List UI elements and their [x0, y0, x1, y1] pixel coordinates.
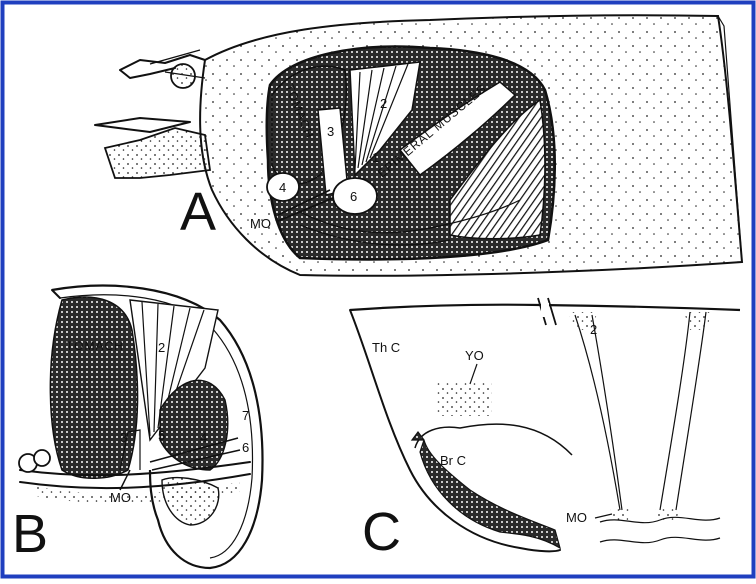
panel-a-label-mo: MO [250, 216, 271, 231]
panel-a-label-3: 3 [327, 124, 334, 139]
panel-b-label-4: 4 [200, 430, 207, 445]
panel-b-label-3: 3 [120, 430, 127, 445]
panel-b-label-mo: MO [110, 490, 131, 505]
panel-c-label-yo: YO [465, 348, 484, 363]
panel-c-label-thc: Th C [372, 340, 400, 355]
panel-a-letter: A [180, 182, 216, 242]
panel-a-label-1: 1 [372, 150, 379, 165]
panel-a-label-4: 4 [279, 180, 286, 195]
panel-b-label-7: 7 [242, 408, 249, 423]
panel-a-label-6: 6 [350, 189, 357, 204]
panel-c-label-brc: Br C [440, 453, 466, 468]
panel-b-label-stomach: TOMACH [66, 339, 124, 353]
panel-b-letter: B [12, 504, 48, 564]
panel-c-y-organ [436, 382, 492, 416]
panel-b-label-5: 5 [158, 428, 165, 443]
panel-a-label-2: 2 [380, 96, 387, 111]
panel-b-label-2: 2 [158, 340, 165, 355]
panel-a-eye [171, 64, 195, 88]
panel-b-label-6: 6 [242, 440, 249, 455]
panel-c-letter: C [362, 502, 401, 562]
panel-c-label-mo: MO [566, 510, 587, 525]
panel-c-label-2: 2 [590, 322, 597, 337]
